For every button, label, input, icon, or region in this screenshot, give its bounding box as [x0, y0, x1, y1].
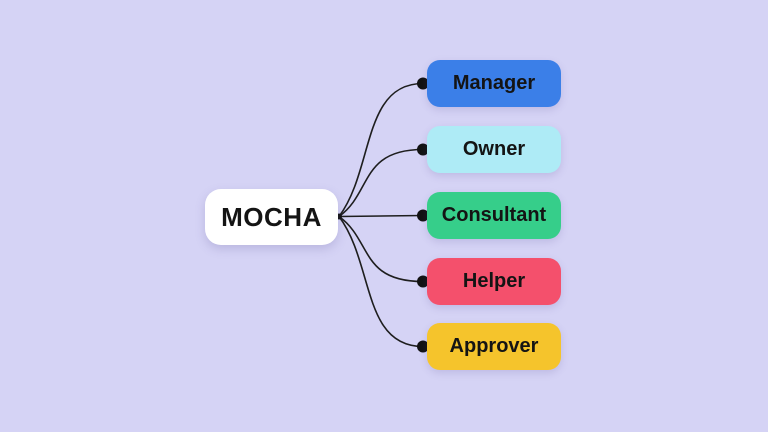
- connection-dot-helper: [417, 275, 429, 288]
- child-node-manager[interactable]: Manager: [427, 60, 561, 107]
- root-node-mocha[interactable]: MOCHA: [205, 189, 338, 245]
- connection-dot-owner: [417, 143, 429, 156]
- child-node-owner[interactable]: Owner: [427, 126, 561, 173]
- connection-dot-approver: [417, 340, 429, 353]
- child-node-consultant[interactable]: Consultant: [427, 192, 561, 239]
- connector-mocha-consultant: [338, 214, 424, 218]
- child-node-label-owner: Owner: [462, 138, 526, 160]
- child-node-label-approver: Approver: [449, 335, 539, 357]
- child-node-approver[interactable]: Approver: [427, 323, 561, 370]
- connector-mocha-owner: [338, 148, 424, 218]
- child-node-label-helper: Helper: [462, 270, 526, 292]
- connector-mocha-manager: [338, 82, 424, 217]
- connection-dot-consultant: [417, 209, 429, 222]
- child-node-label-manager: Manager: [452, 72, 536, 94]
- connector-mocha-helper: [338, 215, 424, 283]
- child-node-label-consultant: Consultant: [441, 204, 547, 226]
- child-node-helper[interactable]: Helper: [427, 258, 561, 305]
- connection-dot-manager: [417, 77, 429, 90]
- connector-mocha-approver: [338, 216, 424, 348]
- root-node-label: MOCHA: [221, 201, 322, 232]
